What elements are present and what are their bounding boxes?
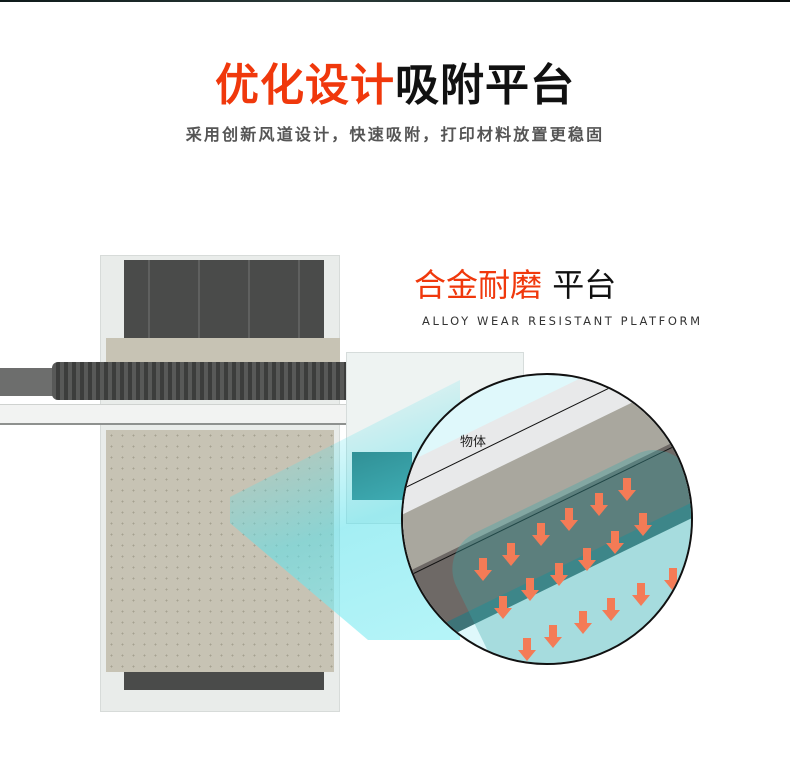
- cable-drag-chain: [52, 362, 348, 400]
- section-title-rest: 平台: [552, 266, 617, 304]
- section-english-subtitle: ALLOY WEAR RESISTANT PLATFORM: [422, 314, 703, 328]
- object-label: 物体: [460, 435, 487, 450]
- section-title: 合金耐磨 平台: [414, 263, 616, 307]
- gantry-beam: [0, 404, 348, 425]
- page-title-highlight: 优化设计: [215, 60, 395, 111]
- vacuum-chamber-top: [124, 260, 324, 342]
- page-title: 优化设计吸附平台: [0, 58, 790, 114]
- vacuum-chamber-bottom: [124, 672, 324, 690]
- top-decorative-strip: [0, 0, 790, 2]
- section-title-highlight: 合金耐磨: [414, 266, 543, 304]
- page-subtitle: 采用创新风道设计，快速吸附，打印材料放置更稳固: [185, 125, 605, 144]
- magnified-detail-circle: 物体: [401, 373, 693, 665]
- platform-board-top: [106, 338, 340, 364]
- page-title-rest: 吸附平台: [395, 60, 575, 111]
